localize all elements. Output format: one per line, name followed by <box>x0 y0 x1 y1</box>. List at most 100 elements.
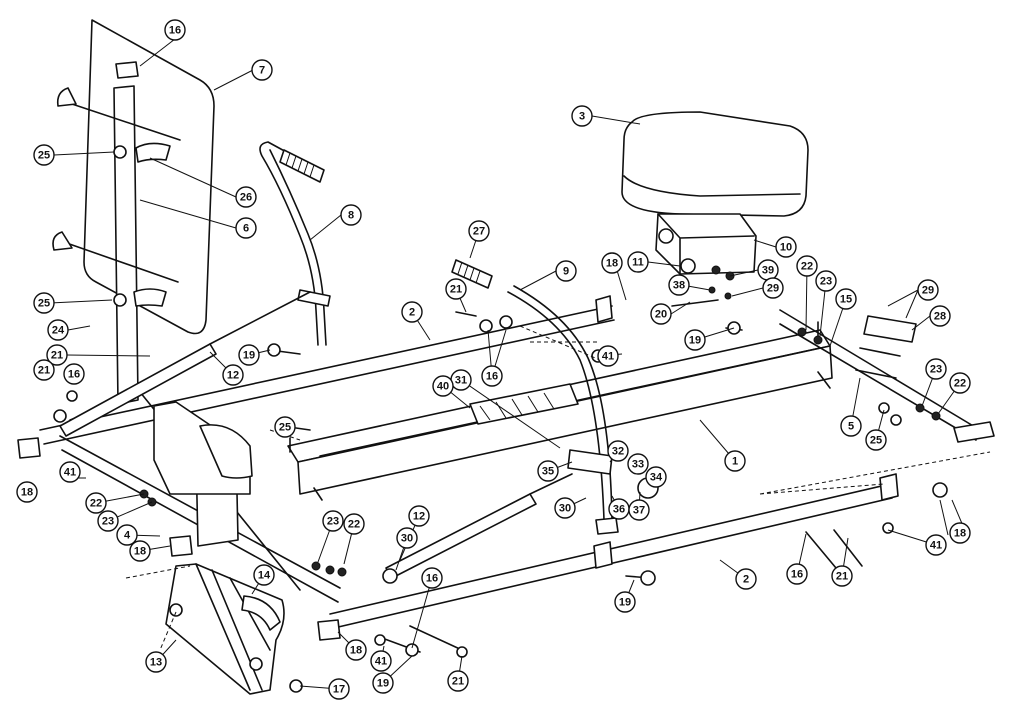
callout-label: 35 <box>542 466 554 478</box>
callout-25: 25 <box>274 416 296 438</box>
callout-circle <box>372 672 394 694</box>
callout-22: 22 <box>85 492 107 514</box>
callout-30: 30 <box>554 497 576 519</box>
callout-25: 25 <box>865 429 887 451</box>
callout-22: 22 <box>949 372 971 394</box>
callout-circle <box>554 497 576 519</box>
callout-label: 23 <box>820 276 832 288</box>
callout-circle <box>627 453 649 475</box>
callout-circle <box>59 461 81 483</box>
callout-label: 41 <box>602 351 614 363</box>
front-frame-part <box>17 401 341 641</box>
callout-circle <box>949 372 971 394</box>
callout-label: 23 <box>930 364 942 376</box>
callout-18: 18 <box>601 252 623 274</box>
callout-circle <box>724 450 746 472</box>
callout-label: 26 <box>240 192 252 204</box>
callout-circle <box>33 292 55 314</box>
callout-circle <box>46 344 68 366</box>
callout-35: 35 <box>537 460 559 482</box>
callout-label: 22 <box>90 498 102 510</box>
callout-label: 16 <box>169 25 181 37</box>
callout-circle <box>627 251 649 273</box>
callout-circle <box>238 344 260 366</box>
callout-circle <box>63 363 85 385</box>
callout-circle <box>840 415 862 437</box>
callout-circle <box>601 252 623 274</box>
callout-circle <box>786 563 808 585</box>
callout-27: 27 <box>468 220 490 242</box>
callout-29: 29 <box>762 277 784 299</box>
callout-circle <box>796 255 818 277</box>
callout-label: 19 <box>243 350 255 362</box>
callout-16: 16 <box>164 19 186 41</box>
footrest-part <box>165 563 285 695</box>
callout-label: 39 <box>762 265 774 277</box>
callout-5: 5 <box>840 415 862 437</box>
callout-label: 41 <box>64 467 76 479</box>
callout-21: 21 <box>33 359 55 381</box>
callout-21: 21 <box>445 278 467 300</box>
callout-circle <box>97 510 119 532</box>
callout-circle <box>650 303 672 325</box>
callout-33: 33 <box>627 453 649 475</box>
callout-label: 25 <box>870 435 882 447</box>
callout-label: 33 <box>632 459 644 471</box>
seat-part <box>621 111 809 307</box>
callout-circle <box>917 279 939 301</box>
callout-circle <box>481 365 503 387</box>
callout-circle <box>432 375 454 397</box>
callout-3: 3 <box>571 105 593 127</box>
callout-19: 19 <box>684 329 706 351</box>
callout-circle <box>684 329 706 351</box>
callout-label: 23 <box>327 516 339 528</box>
callout-label: 13 <box>150 657 162 669</box>
main-rail-part <box>287 321 833 501</box>
callout-1: 1 <box>724 450 746 472</box>
callout-24: 24 <box>47 319 69 341</box>
callout-label: 4 <box>124 530 131 542</box>
callout-label: 27 <box>473 226 485 238</box>
callout-label: 12 <box>227 370 239 382</box>
callout-circle <box>555 260 577 282</box>
callout-label: 22 <box>348 519 360 531</box>
callout-label: 14 <box>258 570 271 582</box>
callout-30: 30 <box>396 527 418 549</box>
callout-circle <box>251 59 273 81</box>
callout-circle <box>865 429 887 451</box>
callout-28: 28 <box>929 305 951 327</box>
callout-label: 16 <box>426 573 438 585</box>
callout-label: 34 <box>650 472 663 484</box>
callout-7: 7 <box>251 59 273 81</box>
callout-26: 26 <box>235 186 257 208</box>
callout-label: 19 <box>377 678 389 690</box>
callout-2: 2 <box>735 568 757 590</box>
callout-40: 40 <box>432 375 454 397</box>
callout-16: 16 <box>63 363 85 385</box>
callout-label: 29 <box>767 283 779 295</box>
callout-label: 18 <box>21 487 33 499</box>
callout-21: 21 <box>831 565 853 587</box>
callout-18: 18 <box>345 639 367 661</box>
callout-2: 2 <box>401 301 423 323</box>
callout-label: 6 <box>243 223 249 235</box>
handle-bar-part <box>259 141 331 346</box>
callout-label: 37 <box>633 505 645 517</box>
callout-circle <box>447 670 469 692</box>
callout-circle <box>340 204 362 226</box>
callout-circle <box>235 186 257 208</box>
callout-label: 19 <box>619 597 631 609</box>
callout-25: 25 <box>33 292 55 314</box>
callout-41: 41 <box>370 650 392 672</box>
callout-label: 16 <box>791 569 803 581</box>
callout-4: 4 <box>116 524 138 546</box>
callout-circle <box>645 466 667 488</box>
rear-frame-part <box>779 309 995 443</box>
callout-circle <box>164 19 186 41</box>
callout-label: 9 <box>563 266 569 278</box>
callout-label: 32 <box>612 446 624 458</box>
callout-label: 31 <box>455 375 467 387</box>
callout-label: 7 <box>259 65 265 77</box>
callout-label: 41 <box>930 540 942 552</box>
